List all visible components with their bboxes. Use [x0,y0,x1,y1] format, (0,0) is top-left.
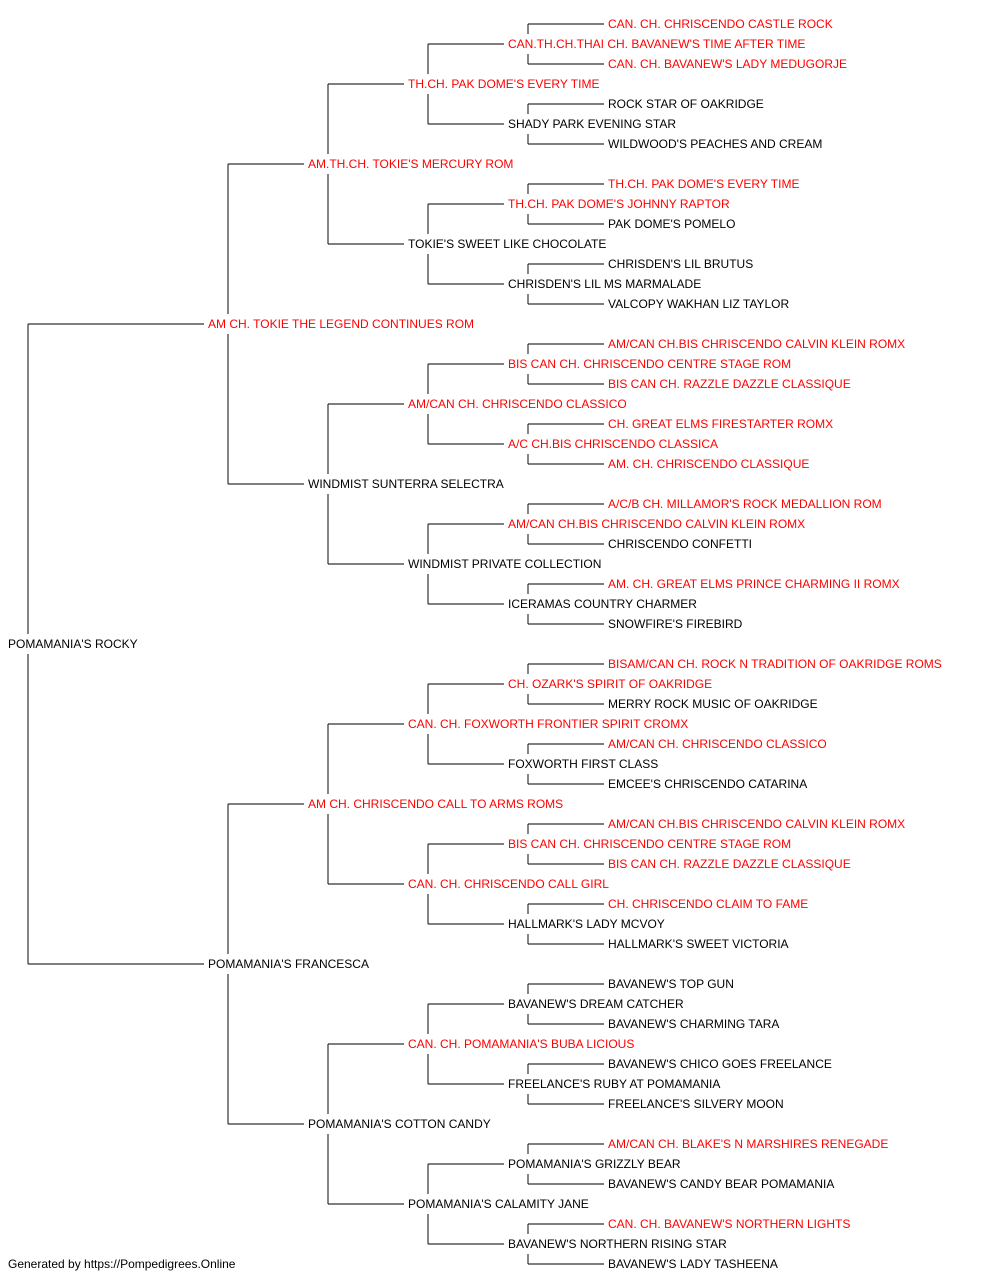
pedigree-sire-name: AM CH. CHRISCENDO CALL TO ARMS ROMS [308,797,564,811]
pedigree-sire-name: TH.CH. PAK DOME'S JOHNNY RAPTOR [508,197,730,211]
pedigree-sire-name: CAN. CH. CHRISCENDO CASTLE ROCK [608,17,833,31]
pedigree-sire-name: AM. CH. GREAT ELMS PRINCE CHARMING II RO… [608,577,900,591]
pedigree-dam-name: BAVANEW'S CANDY BEAR POMAMANIA [608,1177,835,1191]
pedigree-sire-name: BAVANEW'S CHICO GOES FREELANCE [608,1057,832,1071]
pedigree-dam-name: BAVANEW'S LADY TASHEENA [608,1257,778,1271]
pedigree-dam-name: POMAMANIA'S FRANCESCA [208,957,369,971]
pedigree-sire-name: AM CH. TOKIE THE LEGEND CONTINUES ROM [208,317,475,331]
pedigree-dam-name: BAVANEW'S NORTHERN RISING STAR [508,1237,727,1251]
pedigree-dam-name: MERRY ROCK MUSIC OF OAKRIDGE [608,697,818,711]
pedigree-dam-name: FREELANCE'S SILVERY MOON [608,1097,784,1111]
pedigree-sire-name: TH.CH. PAK DOME'S EVERY TIME [608,177,800,191]
pedigree-dam-name: POMAMANIA'S CALAMITY JANE [408,1197,589,1211]
pedigree-dam-name: CHRISDEN'S LIL MS MARMALADE [508,277,702,291]
pedigree-sire-name: TH.CH. PAK DOME'S EVERY TIME [408,77,600,91]
pedigree-sire-name: BIS CAN CH. CHRISCENDO CENTRE STAGE ROM [508,357,792,371]
pedigree-dam-name: WINDMIST PRIVATE COLLECTION [408,557,602,571]
pedigree-sire-name: AM.TH.CH. TOKIE'S MERCURY ROM [308,157,514,171]
pedigree-sire-name: ROCK STAR OF OAKRIDGE [608,97,764,111]
subject-name: POMAMANIA'S ROCKY [8,637,138,651]
pedigree-sire-name: AM/CAN CH. BLAKE'S N MARSHIRES RENEGADE [608,1137,889,1151]
pedigree-dam-name: A/C CH.BIS CHRISCENDO CLASSICA [508,437,719,451]
pedigree-dam-name: PAK DOME'S POMELO [608,217,736,231]
pedigree-sire-name: A/C/B CH. MILLAMOR'S ROCK MEDALLION ROM [608,497,882,511]
pedigree-dam-name: POMAMANIA'S COTTON CANDY [308,1117,491,1131]
pedigree-dam-name: FOXWORTH FIRST CLASS [508,757,659,771]
pedigree-dam-name: BIS CAN CH. RAZZLE DAZZLE CLASSIQUE [608,377,851,391]
pedigree-dam-name: CAN. CH. CHRISCENDO CALL GIRL [408,877,609,891]
pedigree-dam-name: FREELANCE'S RUBY AT POMAMANIA [508,1077,721,1091]
pedigree-sire-name: AM/CAN CH. CHRISCENDO CLASSICO [408,397,627,411]
pedigree-sire-name: CAN. CH. BAVANEW'S NORTHERN LIGHTS [608,1217,851,1231]
pedigree-sire-name: CH. CHRISCENDO CLAIM TO FAME [608,897,809,911]
pedigree-dam-name: HALLMARK'S LADY MCVOY [508,917,665,931]
pedigree-sire-name: BAVANEW'S TOP GUN [608,977,734,991]
pedigree-dam-name: WILDWOOD'S PEACHES AND CREAM [608,137,823,151]
pedigree-dam-name: HALLMARK'S SWEET VICTORIA [608,937,789,951]
pedigree-sire-name: CH. GREAT ELMS FIRESTARTER ROMX [608,417,834,431]
pedigree-dam-name: CHRISCENDO CONFETTI [608,537,752,551]
pedigree-sire-name: CAN. CH. POMAMANIA'S BUBA LICIOUS [408,1037,635,1051]
pedigree-sire-name: AM/CAN CH.BIS CHRISCENDO CALVIN KLEIN RO… [508,517,806,531]
pedigree-dam-name: SNOWFIRE'S FIREBIRD [608,617,743,631]
pedigree-sire-name: AM/CAN CH.BIS CHRISCENDO CALVIN KLEIN RO… [608,337,906,351]
pedigree-sire-name: AM/CAN CH.BIS CHRISCENDO CALVIN KLEIN RO… [608,817,906,831]
pedigree-dam-name: BAVANEW'S CHARMING TARA [608,1017,780,1031]
pedigree-dam-name: EMCEE'S CHRISCENDO CATARINA [608,777,808,791]
pedigree-sire-name: BISAM/CAN CH. ROCK N TRADITION OF OAKRID… [608,657,942,671]
pedigree-sire-name: CHRISDEN'S LIL BRUTUS [608,257,754,271]
pedigree-dam-name: CAN. CH. BAVANEW'S LADY MEDUGORJE [608,57,847,71]
pedigree-sire-name: BIS CAN CH. CHRISCENDO CENTRE STAGE ROM [508,837,792,851]
pedigree-dam-name: SHADY PARK EVENING STAR [508,117,677,131]
pedigree-dam-name: TOKIE'S SWEET LIKE CHOCOLATE [408,237,607,251]
pedigree-sire-name: CAN.TH.CH.THAI CH. BAVANEW'S TIME AFTER … [508,37,806,51]
pedigree-sire-name: CAN. CH. FOXWORTH FRONTIER SPIRIT CROMX [408,717,689,731]
pedigree-sire-name: CH. OZARK'S SPIRIT OF OAKRIDGE [508,677,713,691]
pedigree-dam-name: VALCOPY WAKHAN LIZ TAYLOR [608,297,790,311]
generated-by-footer: Generated by https://Pompedigrees.Online [8,1257,236,1271]
pedigree-dam-name: WINDMIST SUNTERRA SELECTRA [308,477,504,491]
pedigree-dam-name: ICERAMAS COUNTRY CHARMER [508,597,697,611]
pedigree-dam-name: BIS CAN CH. RAZZLE DAZZLE CLASSIQUE [608,857,851,871]
pedigree-sire-name: BAVANEW'S DREAM CATCHER [508,997,684,1011]
pedigree-sire-name: POMAMANIA'S GRIZZLY BEAR [508,1157,681,1171]
pedigree-sire-name: AM/CAN CH. CHRISCENDO CLASSICO [608,737,827,751]
pedigree-dam-name: AM. CH. CHRISCENDO CLASSIQUE [608,457,810,471]
